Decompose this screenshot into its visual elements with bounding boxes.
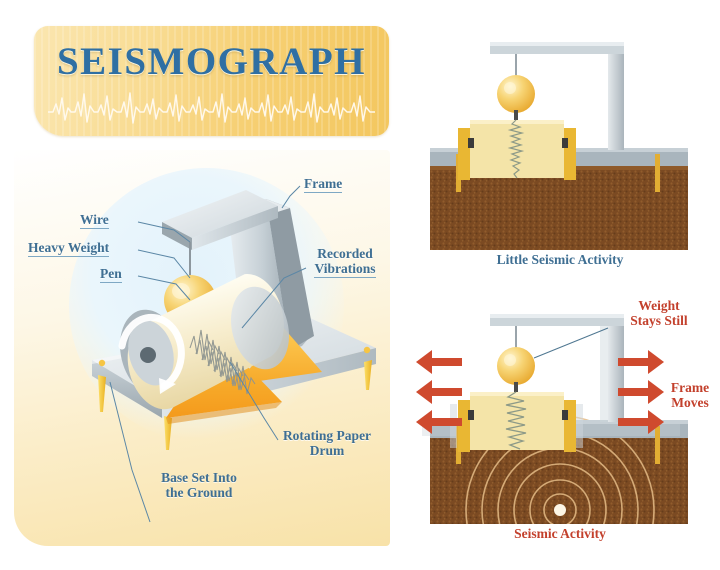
label-rotating-paper-drum-line2: Drum [309, 443, 345, 458]
recorded-trace [505, 391, 527, 450]
label-recorded-vibrations-line2: Vibrations [314, 261, 376, 278]
motion-arrows-right [618, 350, 664, 434]
ground-anchor-pins [98, 317, 372, 450]
caption-seismic-activity: Seismic Activity [514, 526, 606, 541]
label-wire: Wire [80, 212, 109, 229]
epicenter [554, 504, 566, 516]
paper-drum [470, 392, 564, 450]
seismograph-3d-illustration [92, 185, 376, 523]
drum-post [458, 400, 470, 452]
leader-line [533, 327, 609, 359]
callout-weight-line1: Weight [638, 298, 680, 313]
title-banner: SEISMOGRAPH [34, 26, 389, 136]
main-diagram-panel: Wire Heavy Weight Pen Frame Recorded Vib… [14, 150, 390, 546]
anchor-pin [655, 426, 660, 464]
seismic-activity-panel: Weight Stays Still Frame Moves Seismic A… [412, 292, 709, 570]
heavy-weight-ball [497, 347, 535, 385]
label-base-set-into-the-ground: Base Set Into the Ground [140, 470, 258, 500]
pen-stylus [514, 110, 518, 120]
frame-pillar [608, 314, 624, 422]
drum-post [564, 128, 576, 180]
label-heavy-weight: Heavy Weight [28, 240, 110, 257]
heavy-weight-ball [497, 75, 535, 113]
label-recorded-vibrations-line1: Recorded [317, 246, 373, 261]
label-recorded-vibrations: Recorded Vibrations [302, 246, 388, 278]
pen-stylus [514, 382, 518, 392]
callout-frame-line2: Moves [671, 395, 709, 410]
rotating-paper-drum [118, 274, 290, 410]
frame-pillar [608, 42, 624, 150]
callout-frame-moves: Frame Moves [658, 380, 720, 410]
motion-arrows-left [416, 350, 462, 434]
anchor-pin [655, 154, 660, 192]
label-pen: Pen [100, 266, 122, 283]
leader-lines [109, 185, 307, 523]
caption-little-seismic-activity: Little Seismic Activity [496, 252, 624, 267]
page-title: SEISMOGRAPH [56, 40, 367, 83]
label-base-line1: Base Set Into [161, 470, 237, 485]
recorded-trace [507, 119, 525, 179]
label-base-line2: the Ground [165, 485, 233, 500]
seismograph-waveform-icon [48, 92, 375, 124]
drum-post [564, 400, 576, 452]
callout-frame-line1: Frame [670, 380, 710, 395]
seismograph-side-view-calm [430, 42, 688, 278]
callout-weight-stays-still: Weight Stays Still [610, 298, 708, 328]
frame-motion-ghost [600, 318, 610, 422]
drum-post [458, 128, 470, 180]
label-rotating-paper-drum: Rotating Paper Drum [266, 428, 388, 458]
little-seismic-activity-panel: Little Seismic Activity [412, 20, 708, 282]
label-frame: Frame [304, 176, 343, 193]
banner-stripe-texture [34, 26, 389, 136]
callout-weight-line2: Stays Still [630, 313, 688, 328]
recorded-trace [189, 329, 256, 395]
label-rotating-paper-drum-line1: Rotating Paper [282, 428, 372, 443]
